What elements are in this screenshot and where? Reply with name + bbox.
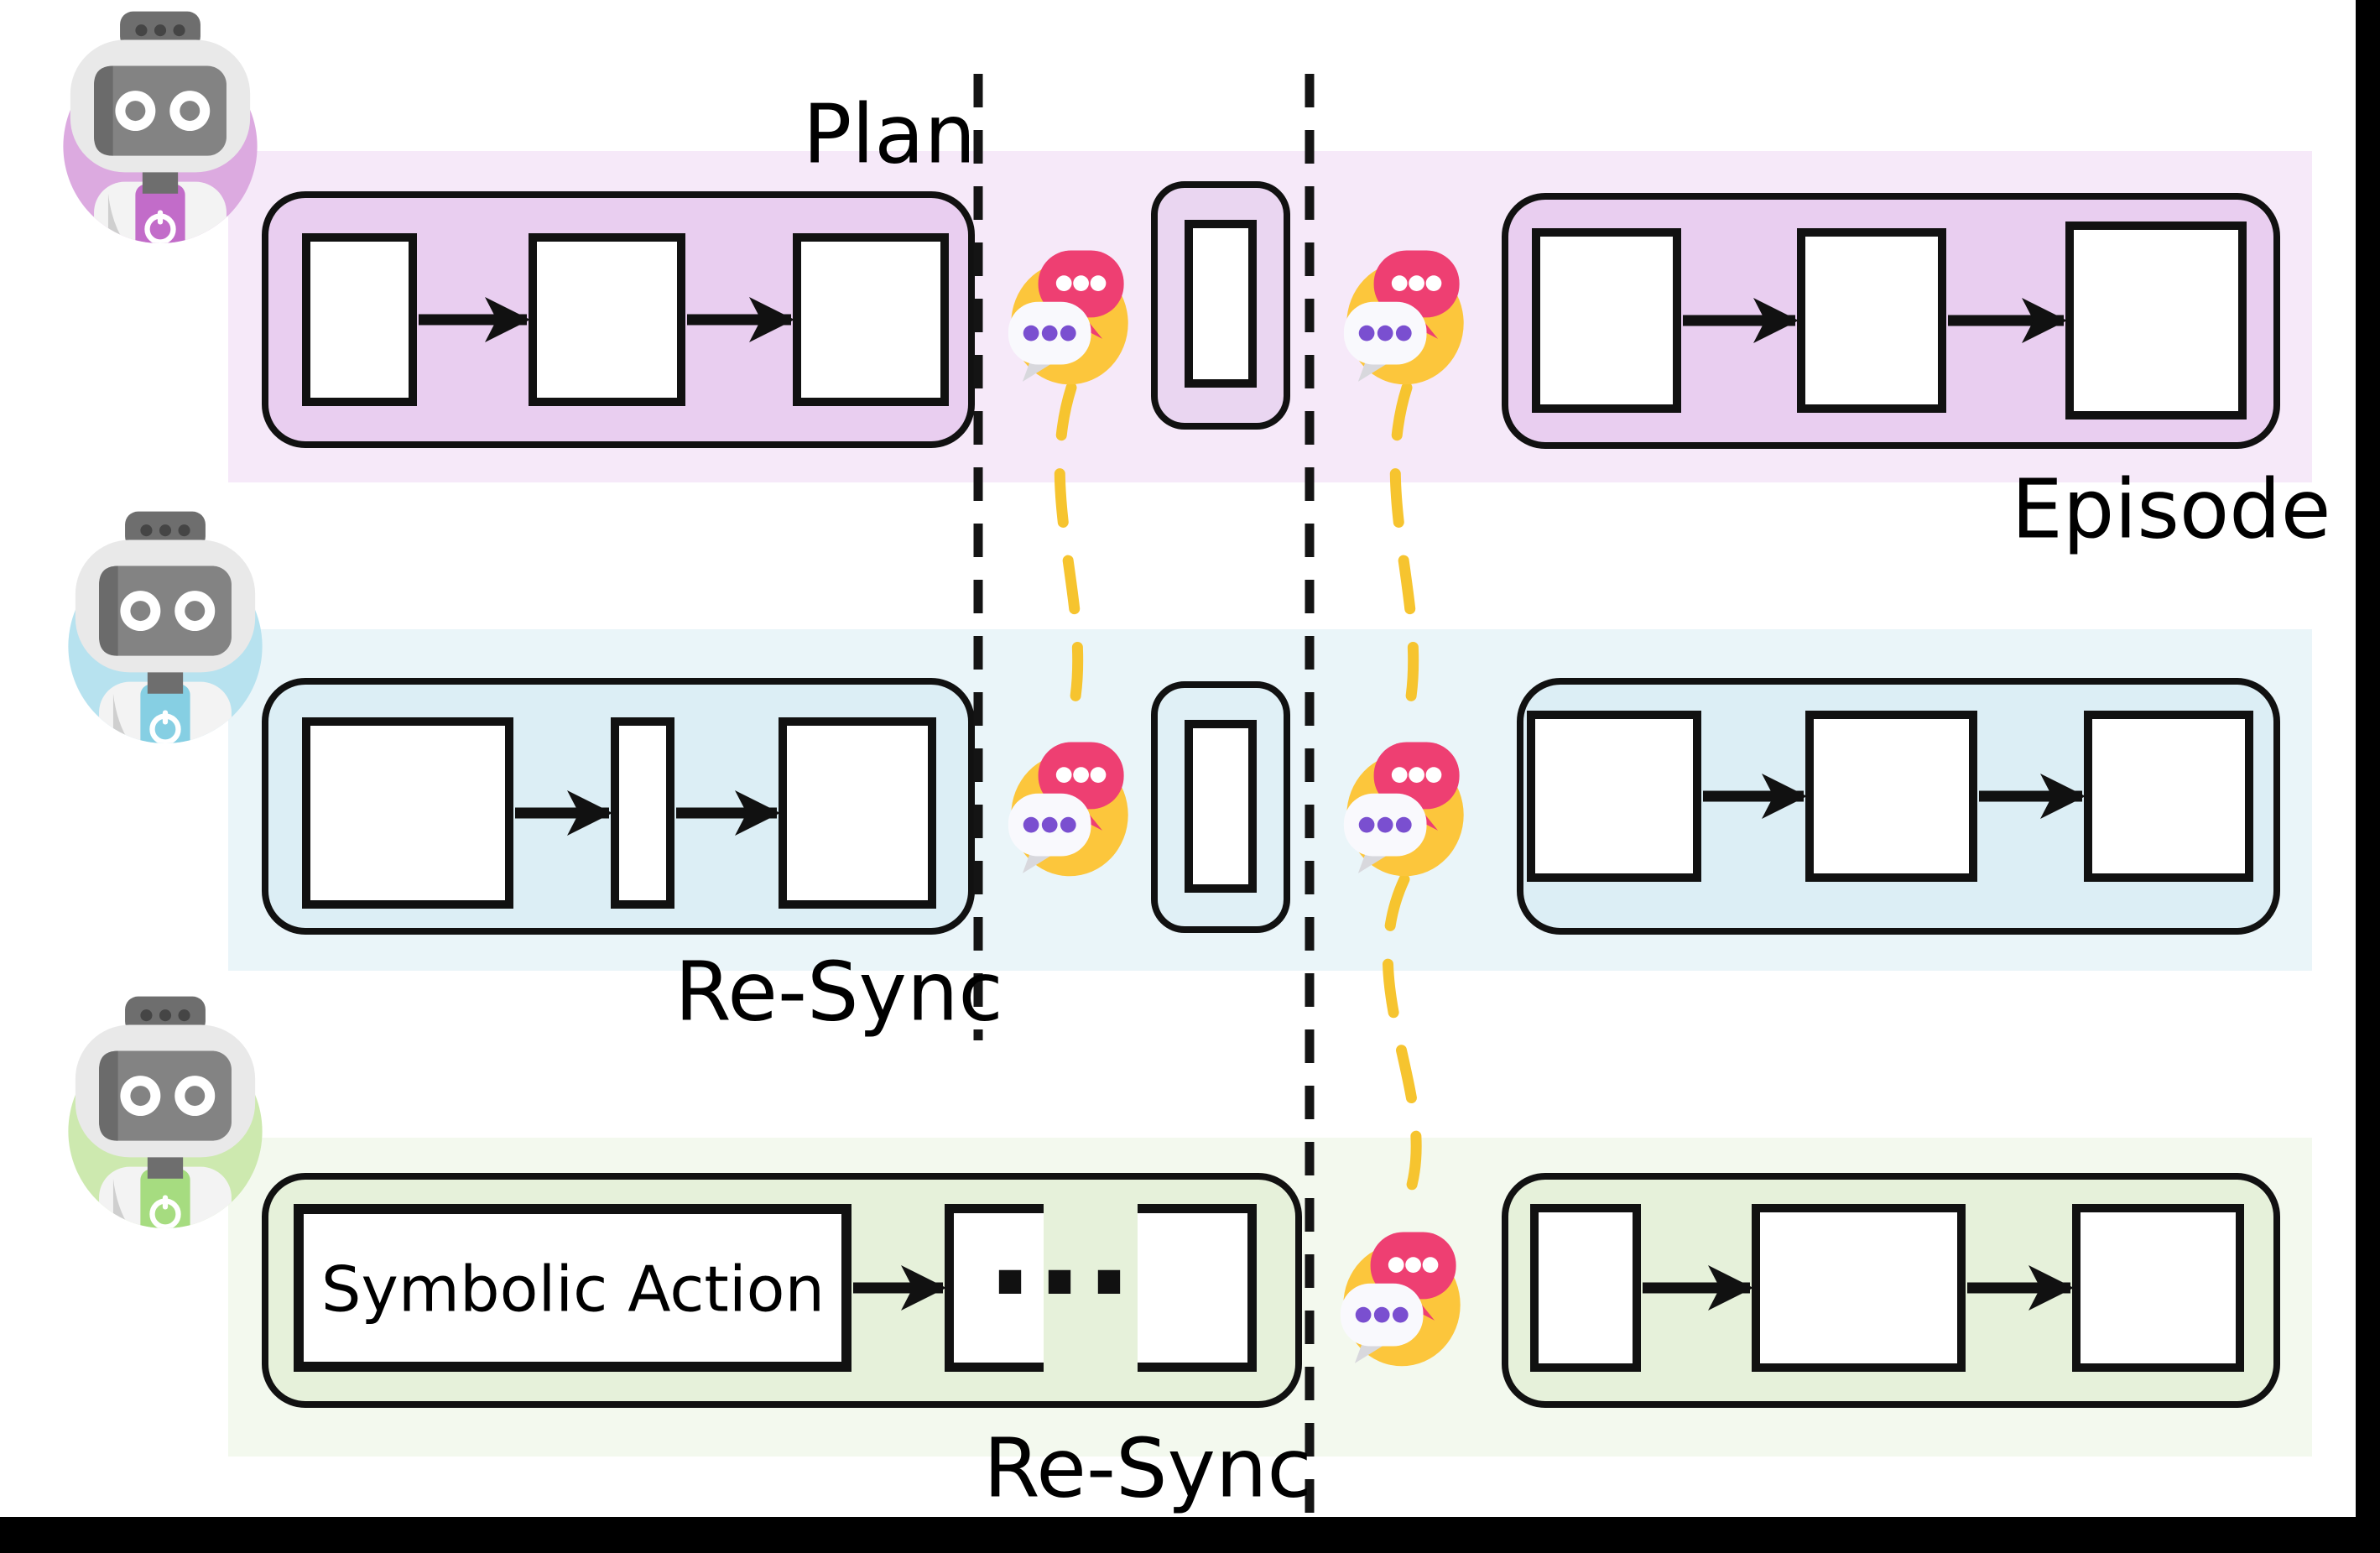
step-box — [1797, 228, 1946, 413]
bottom-frame-bar — [0, 1517, 2380, 1553]
robot-avatar-icon — [42, 7, 279, 243]
robot-avatar-icon — [47, 507, 284, 743]
right-frame-bar — [2356, 0, 2380, 1553]
step-box-narrow — [1530, 1204, 1641, 1372]
chat-bubbles-icon — [1331, 1225, 1473, 1368]
symbolic-action-label: Symbolic Action — [320, 1252, 825, 1326]
resync-step-box — [1185, 220, 1257, 388]
step-box — [1532, 228, 1681, 413]
step-box-narrow — [611, 717, 674, 909]
step-box — [2072, 1204, 2244, 1372]
resync-label-middle: Re-Sync — [674, 944, 1003, 1040]
step-box — [779, 717, 936, 909]
symbolic-action-box — [294, 1204, 851, 1372]
step-box — [529, 233, 685, 406]
sequence-start-bracket-box — [945, 1204, 1044, 1372]
resync-label-bottom: Re-Sync — [983, 1420, 1312, 1516]
chat-bubbles-icon — [998, 735, 1141, 878]
ellipsis-dots: ··· — [986, 1210, 1135, 1356]
robot-avatar-icon — [47, 992, 284, 1228]
step-box — [302, 717, 513, 909]
step-box — [1805, 711, 1977, 882]
episode-label: Episode — [2011, 461, 2331, 557]
chat-bubbles-icon — [1334, 735, 1476, 878]
step-box — [2084, 711, 2253, 882]
step-box — [2065, 221, 2247, 420]
chat-bubbles-icon — [998, 243, 1141, 386]
step-box — [1752, 1204, 1966, 1372]
sequence-end-bracket-box — [1138, 1204, 1257, 1372]
step-box — [1527, 711, 1701, 882]
step-box — [302, 233, 417, 406]
plan-label: Plan — [802, 86, 976, 182]
resync-step-box — [1185, 720, 1257, 893]
chat-bubbles-icon — [1334, 243, 1476, 386]
step-box — [793, 233, 949, 406]
